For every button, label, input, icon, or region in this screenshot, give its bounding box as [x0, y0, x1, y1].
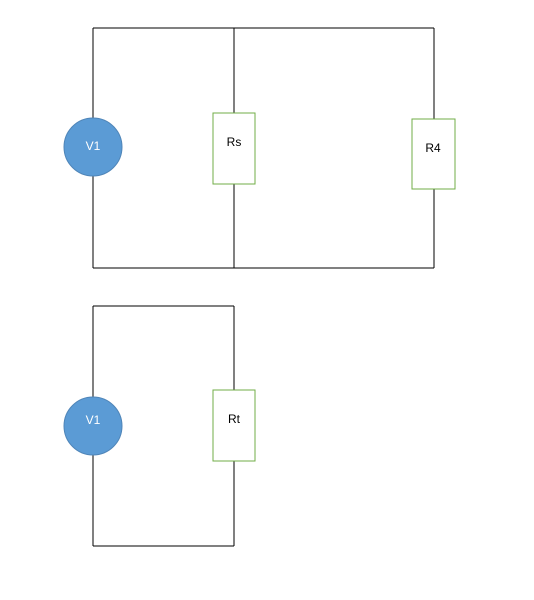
- resistor-r4-body: [411, 118, 456, 190]
- voltage-source-circle: [63, 117, 123, 177]
- voltage-source-label: V1: [86, 139, 101, 153]
- resistor-rs-body: [212, 112, 256, 185]
- resistor-rs: Rs: [212, 112, 256, 185]
- resistor-rs-label: Rs: [227, 135, 242, 149]
- resistor-r4-label: R4: [425, 141, 441, 155]
- resistor-r4: R4: [411, 118, 456, 190]
- circuit-2-wires: [92, 305, 235, 547]
- circuit-2: V1 Rt: [63, 305, 256, 547]
- voltage-source-circle: [63, 396, 123, 456]
- resistor-rt: Rt: [212, 389, 256, 462]
- circuit-1: V1 Rs R4: [63, 27, 456, 269]
- voltage-source-v1: V1: [63, 396, 123, 456]
- circuit-1-wires: [92, 27, 435, 269]
- voltage-source-v1: V1: [63, 117, 123, 177]
- voltage-source-label: V1: [86, 413, 101, 427]
- resistor-rt-label: Rt: [228, 412, 241, 426]
- resistor-rt-body: [212, 389, 256, 462]
